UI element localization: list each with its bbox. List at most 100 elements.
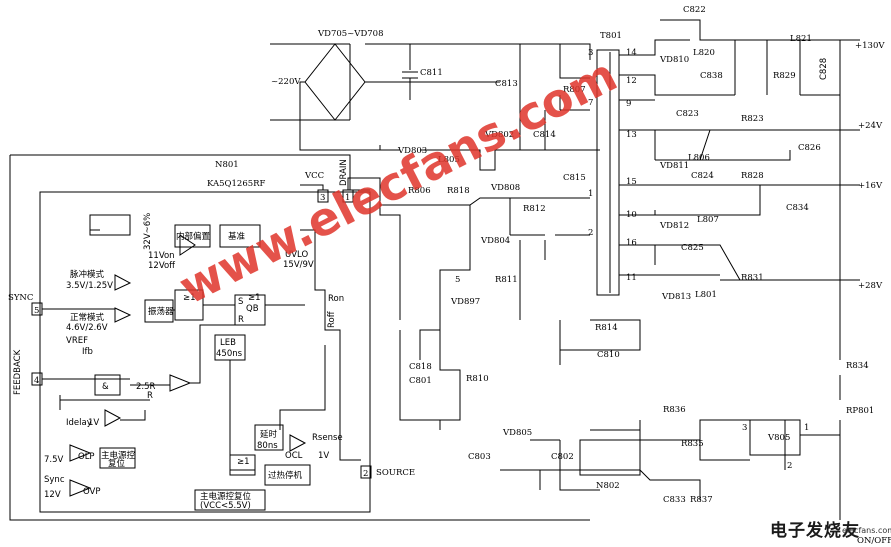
label-sync-internal: Sync [44,475,65,485]
label-vd802: VD802 [484,130,514,140]
label-c822: C822 [683,5,706,15]
label-r828: R828 [741,171,764,181]
label-2-5r: 2.5R [136,382,156,392]
label-r835: R835 [681,439,704,449]
wires [9,19,860,521]
pin-2: 2 [363,469,368,479]
label-roff: Roff [327,310,337,328]
label-internal-bias: 内部偏置 [176,231,211,242]
label-uvlo: UVLO [285,250,308,260]
label-vd810: VD810 [659,55,689,65]
label-ocl: OCL [285,451,303,461]
label-r807: R807 [563,85,586,95]
label-c838: C838 [700,71,723,81]
pin-4: 4 [34,376,39,386]
label-l801: L801 [695,290,717,300]
label-vd803: VD803 [397,146,427,156]
label-or-1: ≥1 [183,293,196,303]
tpin-1: 1 [588,189,593,199]
label-c828: C828 [819,58,829,80]
label-r829: R829 [773,71,796,81]
label-r811: R811 [495,275,518,285]
logo-cn-text: 电子发烧友 [770,521,860,541]
label-latch-qb: QB [246,304,259,314]
label-32v: 32V~6% [143,213,153,250]
label-uvlo-v: 15V/9V [283,260,314,270]
label-source: SOURCE [376,468,415,478]
label-vd897: VD897 [450,297,480,307]
label-pulse-mode: 脉冲模式 [70,269,105,280]
label-oscillator: 振荡器 [148,306,174,317]
tpin-14: 14 [626,48,637,58]
label-t801: T801 [600,31,622,41]
label-reset-2v: (VCC<5.5V) [200,501,251,511]
tpin-2: 2 [588,228,593,238]
label-or-3: ≥1 [237,457,250,467]
label-vd805: VD805 [502,428,532,438]
label-leb-time: 450ns [216,349,243,359]
label-reference: 基准 [228,231,246,242]
label-v805-pin2: 2 [787,461,792,471]
label-c815: C815 [563,173,586,183]
tpin-12: 12 [626,76,637,86]
label-c814: C814 [533,130,556,140]
label-normal-mode: 正常模式 [70,312,105,323]
label-r836: R836 [663,405,686,415]
label-c823: C823 [676,109,699,119]
label-out-28v: +28V [858,281,883,291]
label-olp: OLP [78,452,95,462]
label-vd813: VD813 [661,292,691,302]
tpin-3: 3 [588,48,593,58]
label-out-130v: +130V [855,41,885,51]
label-sync: SYNC [8,293,33,303]
label-r823: R823 [741,114,764,124]
label-idelay: Idelay [66,418,92,428]
label-l820: L820 [693,48,715,58]
label-ifb: Ifb [82,347,93,357]
label-c834: C834 [786,203,809,213]
label-1v-delay: 1V [88,418,99,428]
label-r-internal: R [147,391,153,401]
label-l806: L806 [688,153,710,163]
label-n802: N802 [596,481,620,491]
pin-3: 3 [320,193,325,203]
label-latch-r: R [238,315,244,325]
label-out-24v: +24V [858,121,883,131]
label-v805-pin3: 3 [742,423,747,433]
label-r831: R831 [741,273,764,283]
tpin-13: 13 [626,130,637,140]
label-12v: 12V [44,490,61,500]
label-c803: C803 [468,452,491,462]
tpin-10: 10 [626,210,637,220]
label-c810: C810 [597,350,620,360]
label-c833: C833 [663,495,686,505]
label-12voff: 12Voff [148,261,176,271]
label-7-5v: 7.5V [44,455,64,465]
label-v805-pin1: 1 [804,423,809,433]
label-vref: VREF [66,336,88,346]
label-vd808: VD808 [490,183,520,193]
label-vd705: VD705~VD708 [317,29,383,39]
label-vd804: VD804 [480,236,510,246]
label-pulse-v: 3.5V/1.25V [66,281,113,291]
tpin-15: 15 [626,177,637,187]
label-c813: C813 [495,79,518,89]
label-delay-time: 80ns [257,441,278,451]
label-c825: C825 [681,243,704,253]
label-r814: R814 [595,323,618,333]
label-vd812: VD812 [659,221,689,231]
label-l821: L821 [790,34,812,44]
label-v805: V805 [767,433,790,443]
label-c826: C826 [798,143,821,153]
label-latch-s: S [238,297,243,307]
label-c801: C801 [409,376,432,386]
label-c824: C824 [691,171,714,181]
label-reset-1a: 主电源控 [101,450,136,461]
label-ovp: OVP [83,487,100,497]
label-ic-model: KA5Q1265RF [207,179,266,189]
label-on-off: ON/OFF [857,536,891,546]
label-out-16v: +16V [858,181,883,191]
label-ron: Ron [328,294,344,304]
